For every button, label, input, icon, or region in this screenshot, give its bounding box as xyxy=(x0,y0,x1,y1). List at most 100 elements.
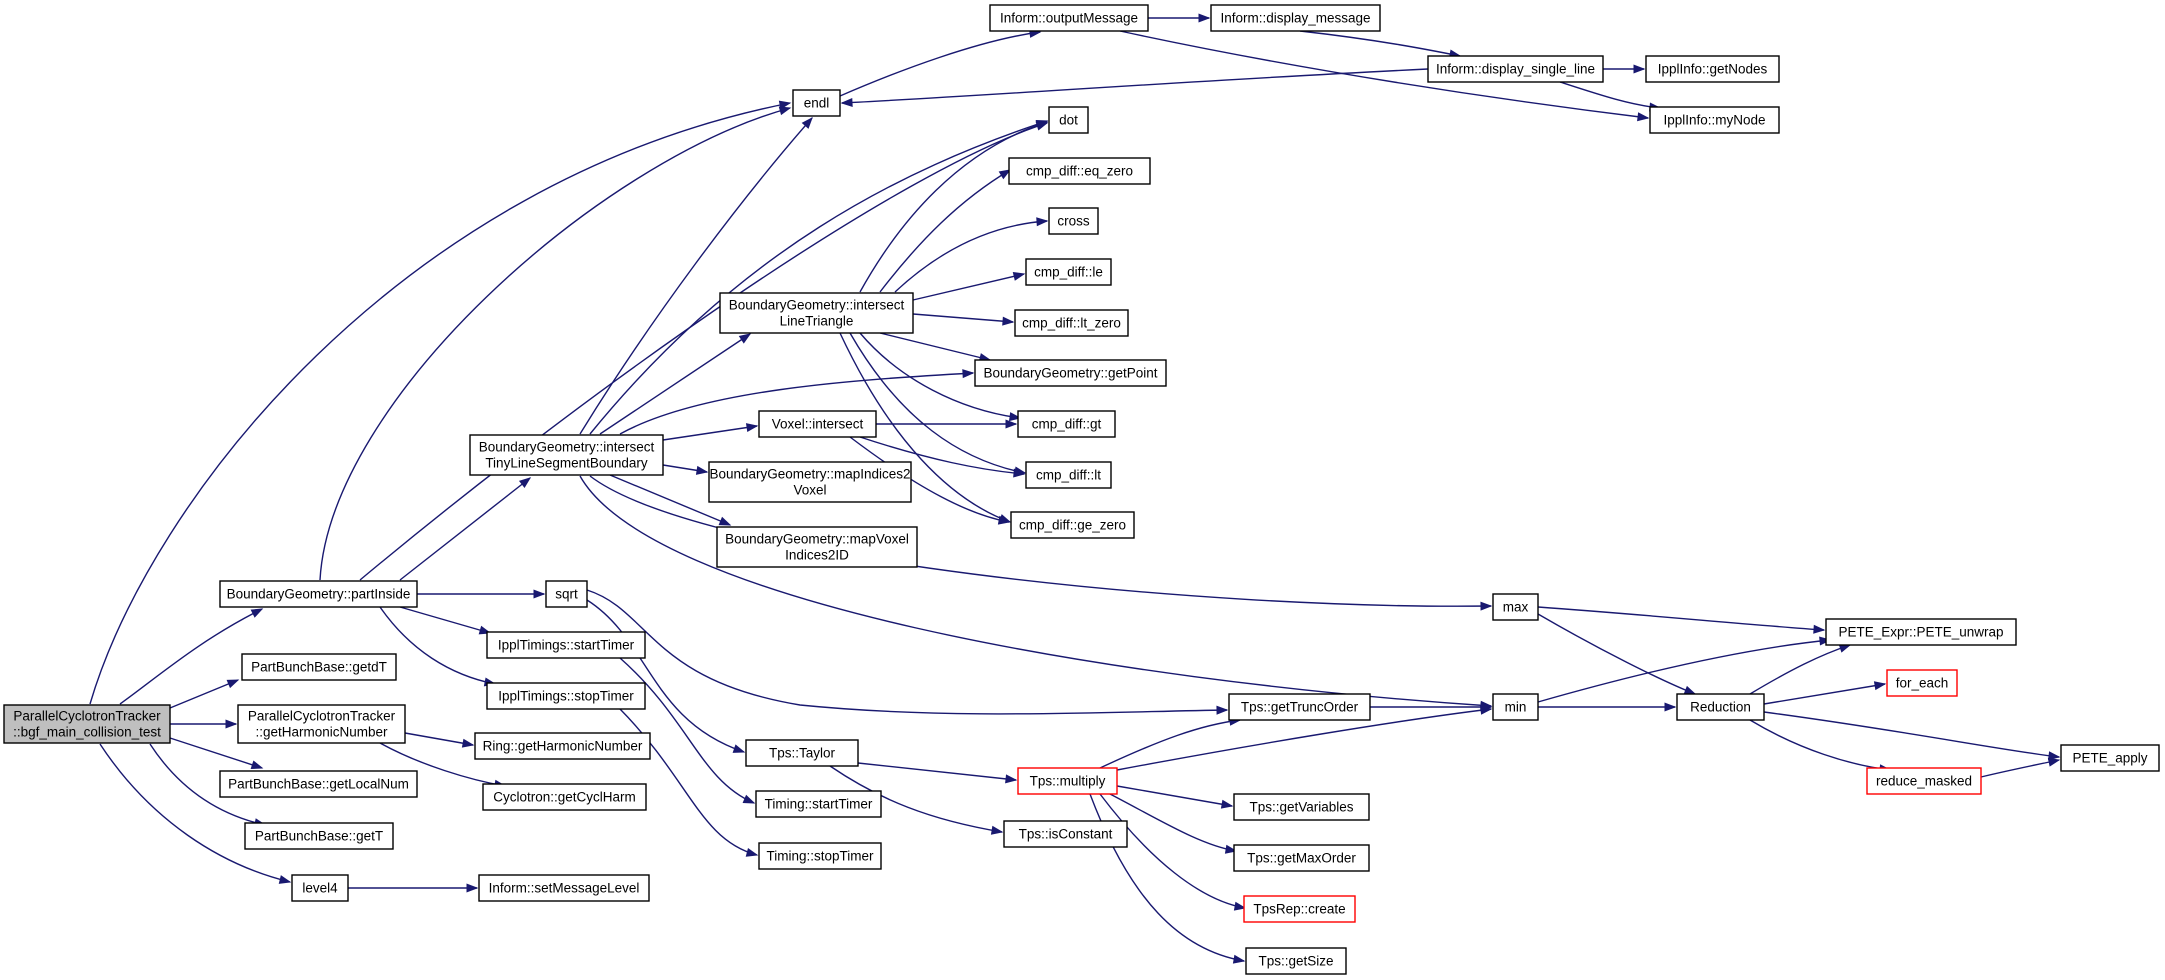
node-display_message[interactable]: Inform::display_message xyxy=(1210,4,1381,32)
edge-taylor-to-isConstant xyxy=(829,765,1004,835)
node-forEach[interactable]: for_each xyxy=(1886,669,1958,697)
edge-line xyxy=(119,608,263,705)
node-taylor[interactable]: Tps::Taylor xyxy=(745,739,859,767)
node-box xyxy=(478,874,650,902)
node-max[interactable]: max xyxy=(1492,593,1539,621)
edge-line xyxy=(399,477,531,581)
edge-line xyxy=(586,599,745,753)
node-cycHarm[interactable]: Cyclotron::getCyclHarm xyxy=(482,783,647,811)
node-box xyxy=(745,739,859,767)
edge-line xyxy=(859,436,1025,475)
node-box xyxy=(792,89,841,117)
node-getT[interactable]: PartBunchBase::getT xyxy=(244,822,394,850)
node-partInside[interactable]: BoundaryGeometry::partInside xyxy=(219,580,418,608)
node-voxelIntersect[interactable]: Voxel::intersect xyxy=(758,410,877,438)
edge-line xyxy=(859,332,1021,419)
node-label: min xyxy=(1505,700,1527,715)
node-label: Timing::stopTimer xyxy=(766,849,874,864)
node-isConstant[interactable]: Tps::isConstant xyxy=(1003,820,1128,848)
node-getNodes[interactable]: IpplInfo::getNodes xyxy=(1645,55,1780,83)
node-intersectTiny[interactable]: BoundaryGeometry::intersectTinyLineSegme… xyxy=(469,434,664,476)
edge-arrowhead xyxy=(1664,702,1677,712)
node-peteUnwrap[interactable]: PETE_Expr::PETE_unwrap xyxy=(1825,618,2017,646)
edge-arrowhead xyxy=(1873,681,1887,691)
edge-min-to-reduction xyxy=(1538,702,1677,712)
node-label: BoundaryGeometry::mapIndices2 xyxy=(709,467,910,482)
edge-intersectTiny-to-dot xyxy=(589,120,1049,435)
node-label: Inform::display_message xyxy=(1220,11,1370,26)
edge-line xyxy=(169,737,263,769)
node-outputMessage[interactable]: Inform::outputMessage xyxy=(989,4,1149,32)
edge-intersectLineTriangle-to-lt_zero xyxy=(912,313,1015,326)
node-peteApply[interactable]: PETE_apply xyxy=(2060,744,2160,772)
node-ipplStartTimer[interactable]: IpplTimings::startTimer xyxy=(486,631,646,659)
node-getMaxOrder[interactable]: Tps::getMaxOrder xyxy=(1233,844,1370,872)
node-eq_zero[interactable]: cmp_diff::eq_zero xyxy=(1008,157,1151,185)
node-sqrt[interactable]: sqrt xyxy=(545,580,588,608)
node-level4[interactable]: level4 xyxy=(291,874,349,902)
node-lt[interactable]: cmp_diff::lt xyxy=(1025,461,1112,489)
node-ringHarm[interactable]: Ring::getHarmonicNumber xyxy=(474,732,651,760)
node-label: IpplTimings::startTimer xyxy=(498,638,635,653)
node-timingStart[interactable]: Timing::startTimer xyxy=(755,790,882,818)
node-box xyxy=(474,732,651,760)
node-endl[interactable]: endl xyxy=(792,89,841,117)
edge-voxelIntersect-to-gt xyxy=(876,419,1018,429)
node-reduceMasked[interactable]: reduce_masked xyxy=(1866,767,1982,795)
edge-arrowhead xyxy=(962,369,975,379)
edge-line xyxy=(1299,30,1461,57)
node-timingStop[interactable]: Timing::stopTimer xyxy=(758,842,882,870)
node-getLocalNum[interactable]: PartBunchBase::getLocalNum xyxy=(219,770,418,798)
edge-arrowhead xyxy=(1216,705,1229,715)
node-dot[interactable]: dot xyxy=(1048,106,1089,134)
node-myNode[interactable]: IpplInfo::myNode xyxy=(1649,106,1780,134)
edge-line xyxy=(879,169,1011,293)
node-reduction[interactable]: Reduction xyxy=(1676,693,1765,721)
edge-line xyxy=(1763,683,1886,705)
node-label: PartBunchBase::getLocalNum xyxy=(228,777,409,792)
node-getVariables[interactable]: Tps::getVariables xyxy=(1233,793,1370,821)
edge-arrowhead xyxy=(745,423,759,433)
node-cross[interactable]: cross xyxy=(1048,207,1099,235)
node-ge_zero[interactable]: cmp_diff::ge_zero xyxy=(1010,511,1135,539)
edge-display_single_line-to-getNodes xyxy=(1603,64,1646,74)
node-tpsRepCreate[interactable]: TpsRep::create xyxy=(1243,895,1356,923)
node-getSize[interactable]: Tps::getSize xyxy=(1245,947,1347,975)
edge-arrowhead xyxy=(745,847,759,857)
edge-arrowhead xyxy=(2048,751,2061,761)
node-le[interactable]: cmp_diff::le xyxy=(1025,258,1112,286)
node-label: Indices2ID xyxy=(785,548,849,563)
node-getHarmonicNumber[interactable]: ParallelCyclotronTracker::getHarmonicNum… xyxy=(237,704,406,744)
edge-line xyxy=(1109,793,1237,852)
node-box xyxy=(1010,511,1135,539)
node-box xyxy=(469,434,664,476)
edge-display_message-to-display_single_line xyxy=(1299,30,1462,59)
node-box xyxy=(1210,4,1381,32)
call-graph-nodes: ParallelCyclotronTracker::bgf_main_colli… xyxy=(3,4,2160,975)
node-label: IpplInfo::getNodes xyxy=(1658,62,1768,77)
node-getTruncOrder[interactable]: Tps::getTruncOrder xyxy=(1228,693,1371,721)
edge-line xyxy=(619,708,758,856)
node-ipplStopTimer[interactable]: IpplTimings::stopTimer xyxy=(486,682,646,710)
node-setMessageLevel[interactable]: Inform::setMessageLevel xyxy=(478,874,650,902)
node-lt_zero[interactable]: cmp_diff::lt_zero xyxy=(1014,309,1129,337)
node-box xyxy=(1866,767,1982,795)
node-gt[interactable]: cmp_diff::gt xyxy=(1017,410,1116,438)
node-getPoint[interactable]: BoundaryGeometry::getPoint xyxy=(974,359,1167,387)
node-multiply[interactable]: Tps::multiply xyxy=(1017,767,1118,795)
edge-line xyxy=(404,732,474,746)
node-min[interactable]: min xyxy=(1492,693,1539,721)
edge-arrowhead xyxy=(840,97,853,107)
node-label: Inform::outputMessage xyxy=(1000,11,1138,26)
edge-reduction-to-peteUnwrap xyxy=(1749,644,1852,695)
node-box xyxy=(486,631,646,659)
node-display_single_line[interactable]: Inform::display_single_line xyxy=(1427,55,1604,83)
edge-line xyxy=(1119,30,1649,119)
edge-partInside-to-ipplStopTimer xyxy=(379,606,497,687)
edge-line xyxy=(359,122,1048,581)
edge-multiply-to-getSize xyxy=(1089,793,1246,964)
node-getdT[interactable]: PartBunchBase::getdT xyxy=(241,653,397,681)
